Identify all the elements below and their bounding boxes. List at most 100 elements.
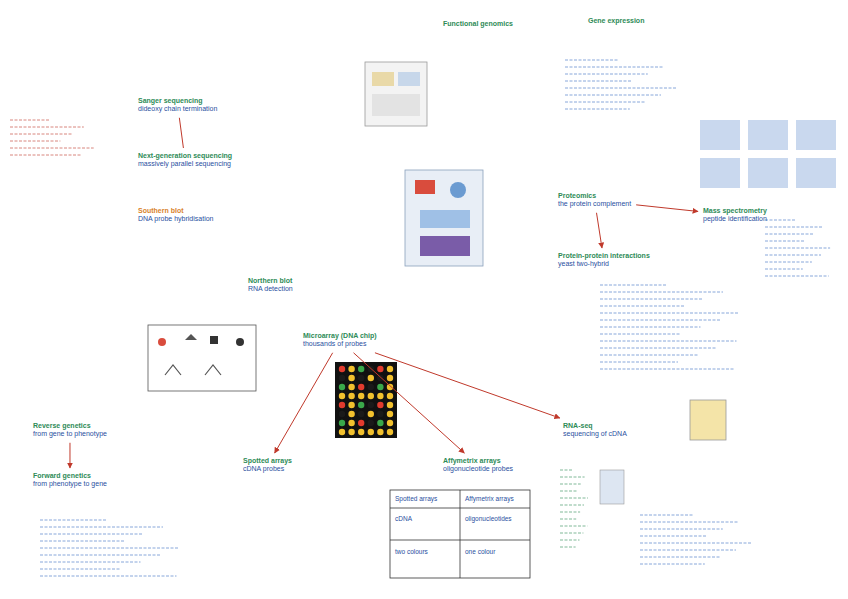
connector-arrow: [179, 118, 183, 148]
chip-spot: [339, 366, 345, 372]
chip-spot: [358, 420, 364, 426]
note-block: Affymetrix arraysoligonucleotide probes: [440, 455, 516, 476]
note-body: peptide identification: [703, 215, 767, 223]
connector-arrow: [69, 443, 70, 468]
note-heading: Gene expression: [588, 17, 644, 25]
note-stroke: [600, 355, 698, 356]
note-stroke: [560, 547, 576, 548]
note-stroke: [560, 526, 587, 527]
chip-spot: [358, 402, 364, 408]
note-stroke: [40, 555, 160, 556]
note-stroke: [765, 241, 804, 242]
chip-spot: [377, 402, 383, 408]
note-body: RNA detection: [248, 285, 293, 293]
note-stroke: [565, 67, 663, 68]
note-block: Mass spectrometrypeptide identification: [700, 205, 770, 226]
note-block: RNA-seqsequencing of cDNA: [560, 420, 630, 441]
note-stroke: [565, 109, 630, 110]
note-body: oligonucleotide probes: [443, 465, 513, 473]
note-heading: Functional genomics: [443, 20, 513, 28]
figure-right-panels: [700, 120, 836, 188]
chip-spot: [348, 384, 354, 390]
chip-spot: [348, 429, 354, 435]
chip-spot: [368, 375, 374, 381]
note-stroke: [565, 81, 632, 82]
note-stroke: [600, 313, 740, 314]
connector-arrow: [597, 213, 602, 248]
note-block: Northern blotRNA detection: [245, 275, 296, 296]
note-heading: Mass spectrometry: [703, 207, 767, 215]
chip-spot: [348, 402, 354, 408]
chip-spot: [387, 411, 393, 417]
note-heading: Affymetrix arrays: [443, 457, 513, 465]
note-stroke: [560, 484, 581, 485]
figure-center: [405, 170, 483, 266]
note-stroke: [765, 248, 830, 249]
chip-spot: [368, 420, 374, 426]
note-heading: Northern blot: [248, 277, 293, 285]
note-stroke: [40, 569, 121, 570]
note-body: sequencing of cDNA: [563, 430, 627, 438]
chip-spot: [387, 420, 393, 426]
note-stroke: [765, 234, 813, 235]
note-block: Proteomicsthe protein complement: [555, 190, 634, 211]
chip-spot: [368, 393, 374, 399]
note-stroke: [10, 155, 82, 156]
note-stroke: [640, 550, 736, 551]
chip-spot: [348, 411, 354, 417]
chip-spot: [348, 420, 354, 426]
chip-spot: [358, 393, 364, 399]
note-stroke: [765, 255, 821, 256]
note-stroke: [600, 327, 701, 328]
note-stroke: [600, 299, 704, 300]
note-stroke: [10, 141, 60, 142]
chip-spot: [368, 384, 374, 390]
chip-ground: [335, 362, 397, 438]
chip-spot: [387, 366, 393, 372]
chip-spot: [377, 384, 383, 390]
note-stroke: [600, 348, 717, 349]
chip-spot: [339, 375, 345, 381]
note-body: DNA probe hybridisation: [138, 215, 214, 223]
note-block: Functional genomics: [440, 18, 516, 30]
note-stroke: [765, 269, 803, 270]
note-stroke: [640, 529, 723, 530]
note-stroke: [600, 362, 678, 363]
connector-arrow: [375, 353, 560, 418]
chip-spot: [387, 375, 393, 381]
note-block: Forward geneticsfrom phenotype to gene: [30, 470, 110, 491]
note-body: the protein complement: [558, 200, 631, 208]
note-stroke: [600, 306, 684, 307]
note-body: yeast two-hybrid: [558, 260, 650, 268]
note-body: thousands of probes: [303, 340, 377, 348]
note-heading: Next-generation sequencing: [138, 152, 232, 160]
note-stroke: [40, 548, 180, 549]
note-stroke: [765, 220, 797, 221]
note-stroke: [640, 543, 752, 544]
figure-left: [148, 325, 256, 391]
note-block: Southern blotDNA probe hybridisation: [135, 205, 217, 226]
note-stroke: [765, 276, 829, 277]
note-block: Microarray (DNA chip)thousands of probes: [300, 330, 380, 351]
chip-spot: [348, 393, 354, 399]
chip-spot: [377, 420, 383, 426]
note-stroke: [640, 557, 720, 558]
note-scribbles: [10, 60, 830, 576]
note-stroke: [560, 477, 585, 478]
note-stroke: [560, 491, 577, 492]
note-heading: Southern blot: [138, 207, 214, 215]
note-stroke: [600, 320, 720, 321]
note-stroke: [565, 74, 648, 75]
note-stroke: [600, 292, 723, 293]
chip-spot: [368, 411, 374, 417]
note-stroke: [40, 576, 177, 577]
chip-spot: [339, 420, 345, 426]
chip-spot: [377, 429, 383, 435]
note-stroke: [765, 227, 822, 228]
connector-arrow: [354, 353, 465, 453]
note-stroke: [560, 470, 574, 471]
note-stroke: [560, 540, 580, 541]
note-stroke: [565, 95, 661, 96]
